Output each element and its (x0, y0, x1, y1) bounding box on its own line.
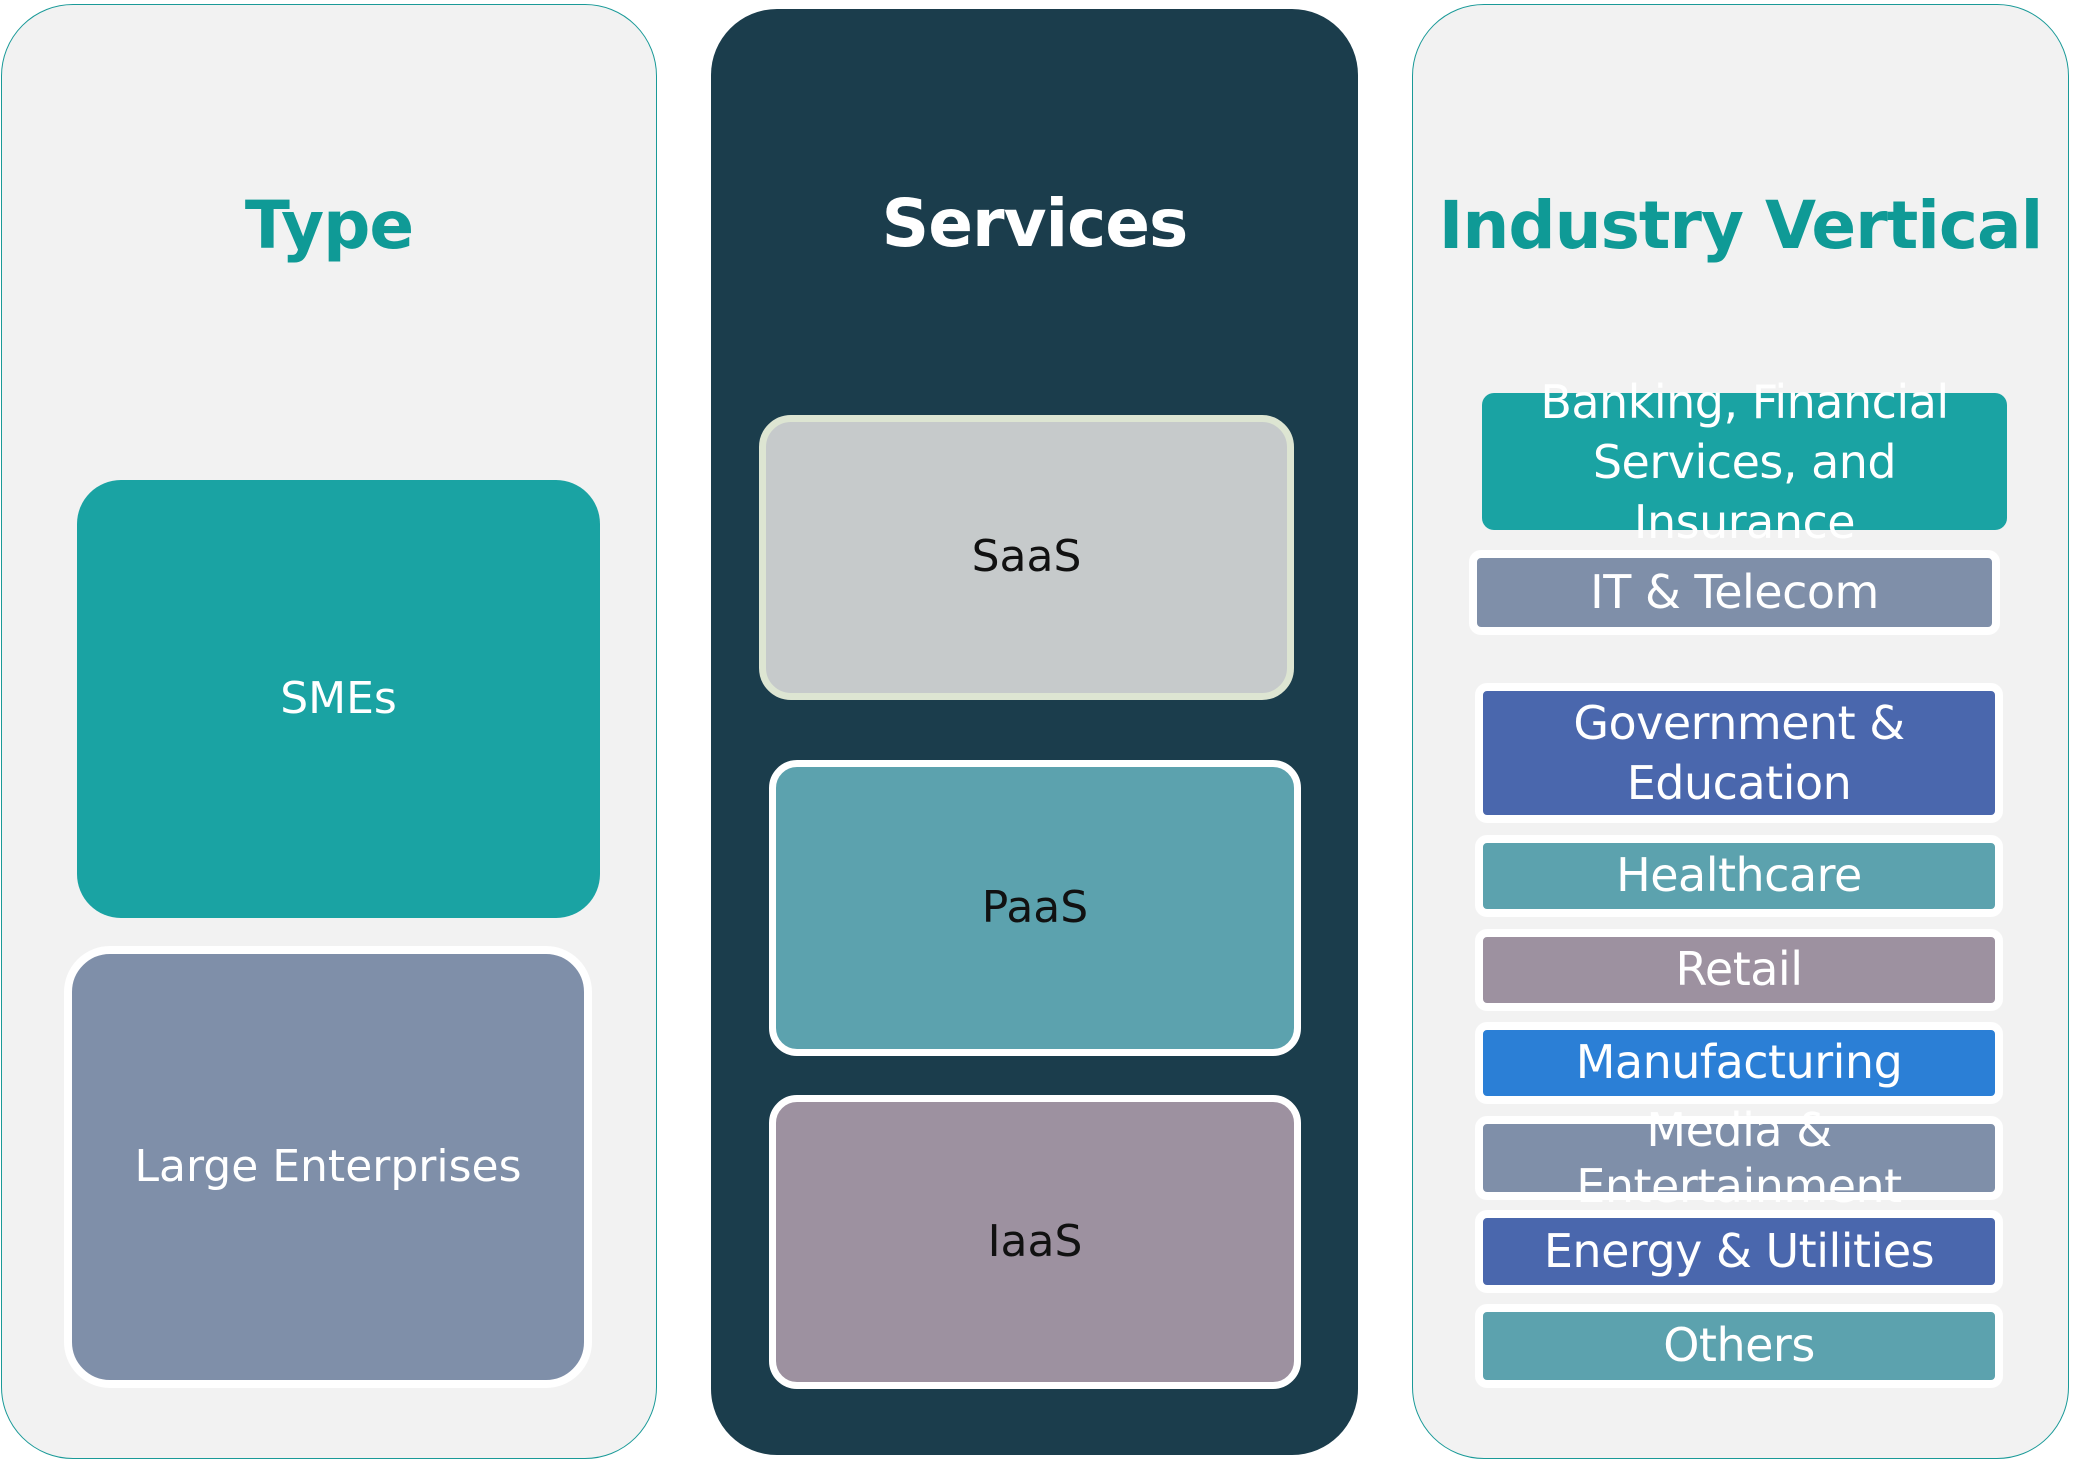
industry-item-label: Healthcare (1616, 848, 1862, 903)
services-item-iaas: IaaS (769, 1095, 1301, 1389)
industry-item-label: Retail (1675, 942, 1803, 997)
services-item-saas: SaaS (759, 415, 1294, 700)
industry-item-manufacturing: Manufacturing (1475, 1022, 2003, 1104)
type-item-large-enterprises: Large Enterprises (64, 946, 592, 1388)
industry-item-label: Media & Entertainment (1576, 1103, 1902, 1213)
industry-item-label: Others (1663, 1318, 1815, 1373)
industry-item-others: Others (1475, 1304, 2003, 1388)
industry-item-government-education: Government & Education (1475, 683, 2003, 823)
industry-item-label: Government & Education (1573, 696, 1905, 810)
industry-item-label: Manufacturing (1575, 1035, 1903, 1090)
industry-item-label: Banking, Financial Services, and Insuran… (1540, 374, 1949, 549)
type-item-smes: SMEs (77, 480, 600, 918)
industry-item-label: Energy & Utilities (1543, 1223, 1935, 1278)
industry-item-it-telecom: IT & Telecom (1469, 550, 2000, 635)
industry-item-label: IT & Telecom (1590, 564, 1879, 619)
services-item-paas: PaaS (769, 760, 1301, 1056)
industry-heading: Industry Vertical (1438, 187, 2043, 264)
industry-item-media-entertainment: Media & Entertainment (1475, 1103, 2003, 1213)
services-item-label: SaaS (971, 531, 1082, 583)
services-item-label: IaaS (987, 1215, 1083, 1267)
type-heading: Type (244, 187, 414, 264)
industry-item-bfsi: Banking, Financial Services, and Insuran… (1482, 375, 2007, 549)
services-item-label: PaaS (981, 881, 1089, 933)
type-item-label: SMEs (280, 672, 397, 724)
industry-item-energy-utilities: Energy & Utilities (1475, 1210, 2003, 1293)
industry-item-retail: Retail (1475, 929, 2003, 1011)
industry-item-healthcare: Healthcare (1475, 835, 2003, 917)
type-item-label: Large Enterprises (134, 1140, 522, 1192)
services-heading: Services (881, 185, 1189, 262)
